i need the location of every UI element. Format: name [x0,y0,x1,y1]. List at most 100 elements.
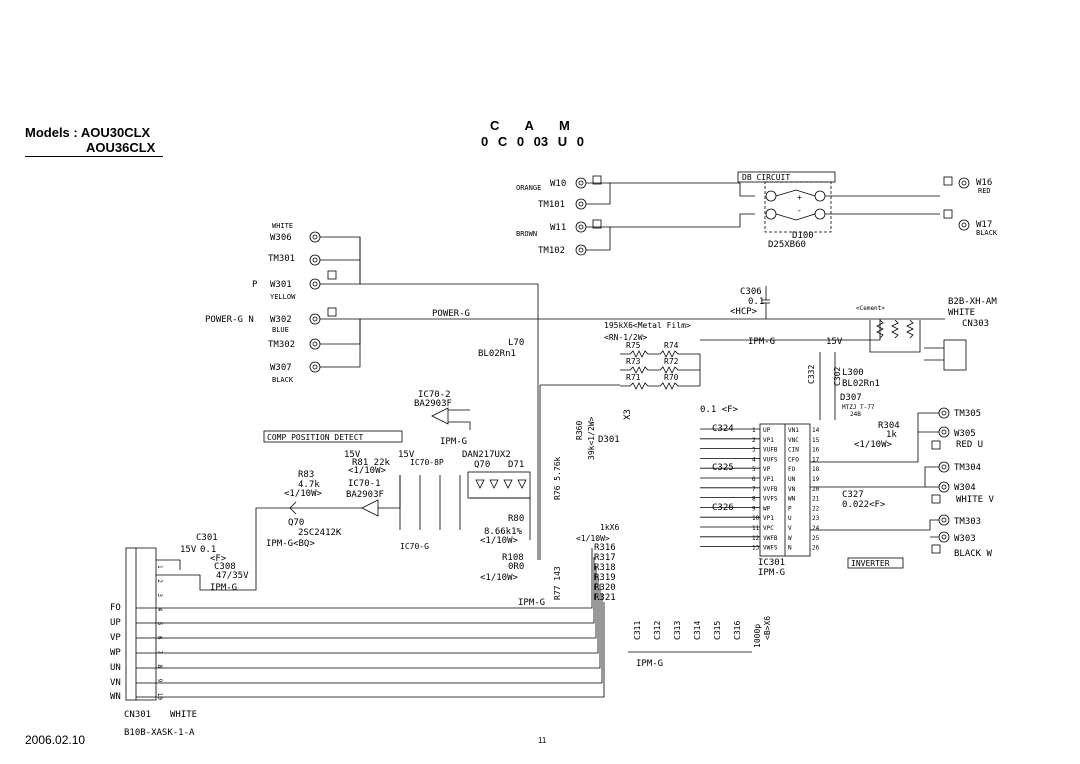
cn301-pin-number: 3 [156,593,163,597]
svg-text:IPM-G: IPM-G [748,337,775,347]
caps-c311-c316: C311 C312 C313 C314 C315 C316 1000p <B>X… [628,616,772,669]
ic301-pin-name: WN [788,496,796,503]
svg-text:CN303: CN303 [962,319,989,329]
cn301-pin-number: 9 [156,679,163,683]
svg-text:C327: C327 [842,490,864,500]
svg-text:MTZJ T-77: MTZJ T-77 [842,404,875,411]
cn301-pin-number: 10 [156,693,163,701]
diagram-title-line-1: C A M [490,118,570,133]
svg-text:R83: R83 [298,470,314,480]
svg-text:POWER-G N: POWER-G N [205,315,254,325]
r360-d301: R360 39k<1/2W> D301 X3 [575,409,633,460]
svg-text:Q70: Q70 [288,518,304,528]
ic301-pin-number: 17 [812,456,820,463]
svg-text:0R0: 0R0 [508,562,524,572]
label-w11: W11 [550,223,566,233]
ic301-pin-number: 4 [752,456,756,463]
svg-text:W304: W304 [954,483,976,493]
label-tm102: TM102 [538,246,565,256]
l70-inductor: L70 BL02Rn1 [478,284,539,560]
svg-text:15V: 15V [398,450,415,460]
svg-text:W306: W306 [270,233,292,243]
svg-text:C302: C302 [833,367,842,386]
svg-text:IC70-G: IC70-G [400,542,429,551]
ic70-2: IC70-2 BA2903F IPM-G [414,390,471,447]
svg-text:IPM-G: IPM-G [758,568,785,578]
svg-text:39k<1/2W>: 39k<1/2W> [587,416,596,460]
svg-text:BA2903F: BA2903F [346,490,384,500]
ic301-pin-number: 1 [752,427,756,434]
cn301-signal-line [136,566,597,639]
cn301-pin-number: 1 [156,565,163,569]
ic301-pin-name: V [788,525,792,532]
ic301-pin-name: FO [788,466,796,473]
ic301-pin-number: 16 [812,447,820,454]
ic301-pin-name: VP [763,466,771,473]
ic301: 0.1 <F> C324 C325 C326 IC301 IPM-G INVER… [700,405,904,578]
svg-text:Q70: Q70 [474,460,490,470]
models-line-1: Models : AOU30CLX [25,125,151,140]
svg-text:1kX6: 1kX6 [600,523,619,532]
cn301-connector: FO UP VP WP UN VN WN CN301 WHITE B10B-XA… [110,507,300,738]
ic301-pin-name: P [788,505,792,512]
svg-text:+: + [797,193,802,202]
models-underline [25,156,163,157]
svg-text:P: P [252,280,258,290]
svg-text:0.1: 0.1 [748,297,764,307]
svg-text:IC301: IC301 [758,558,785,568]
svg-text:TM301: TM301 [268,254,295,264]
footer-date: 2006.02.10 [25,733,86,747]
ic301-pin-number: 18 [812,466,820,473]
svg-text:IC70-2: IC70-2 [418,390,451,400]
label-d25xb60: D25XB60 [768,240,806,250]
cn301-signal-line [136,602,605,698]
models-line-2: AOU36CLX [86,140,156,155]
svg-text:195kX6<Metal Film>: 195kX6<Metal Film> [604,321,691,330]
ic301-pin-number: 8 [752,496,756,503]
ic301-pin-name: VWFS [763,545,778,552]
svg-text:WHITE: WHITE [948,308,975,318]
svg-text:W305: W305 [954,429,976,439]
svg-text:YELLOW: YELLOW [270,293,296,301]
svg-text:15V: 15V [180,545,197,555]
ic301-pin-name: VWFB [763,535,778,542]
svg-text:B10B-XASK-1-A: B10B-XASK-1-A [124,728,195,738]
svg-text:IPM-G: IPM-G [518,598,545,608]
svg-text:R80: R80 [508,514,524,524]
cn301-signal-line [136,593,603,684]
svg-text:<RN-1/2W>: <RN-1/2W> [604,333,648,342]
ic301-pin-name: VPC [763,525,774,532]
ic301-pin-number: 25 [812,535,820,542]
svg-text:15V: 15V [344,450,361,460]
svg-text:R316: R316 [594,543,616,553]
ic301-pin-number: 19 [812,476,820,483]
svg-text:<Cement>: <Cement> [856,305,885,312]
label-tm101: TM101 [538,200,565,210]
svg-text:1k: 1k [886,430,897,440]
ic301-pin-name: CFO [788,456,799,463]
svg-text:W302: W302 [270,315,292,325]
resistors-r316-r321: 1kX6 <1/10W> R316 R317 R318 R319 R320 R3… [576,523,619,603]
svg-text:C308: C308 [214,562,236,572]
svg-text:<F>: <F> [210,554,227,564]
svg-text:COMP POSITION DETECT: COMP POSITION DETECT [267,433,364,442]
label-d100: D100 [792,231,814,241]
ic301-pin-name: UP [763,427,771,434]
svg-text:C306: C306 [740,287,762,297]
svg-text:<1/10W>: <1/10W> [854,440,893,450]
cn301-signal-line [136,584,601,669]
cn301-pin-number: 4 [156,608,163,612]
svg-text:0.1 <F>: 0.1 <F> [700,405,739,415]
ic301-pin-number: 2 [752,437,756,444]
resistor-bank-r70-r75: 195kX6<Metal Film> <RN-1/2W> R75 R74 R73… [539,319,881,560]
ic301-pin-name: WP [763,505,771,512]
svg-text:R77 143: R77 143 [553,566,562,600]
ic301-pin-number: 7 [752,486,756,493]
svg-text:<B>X6: <B>X6 [763,616,772,640]
label-black-w17: BLACK [976,229,998,237]
cn301-pin-number: 8 [156,664,163,668]
ic301-pin-number: 12 [752,535,760,542]
